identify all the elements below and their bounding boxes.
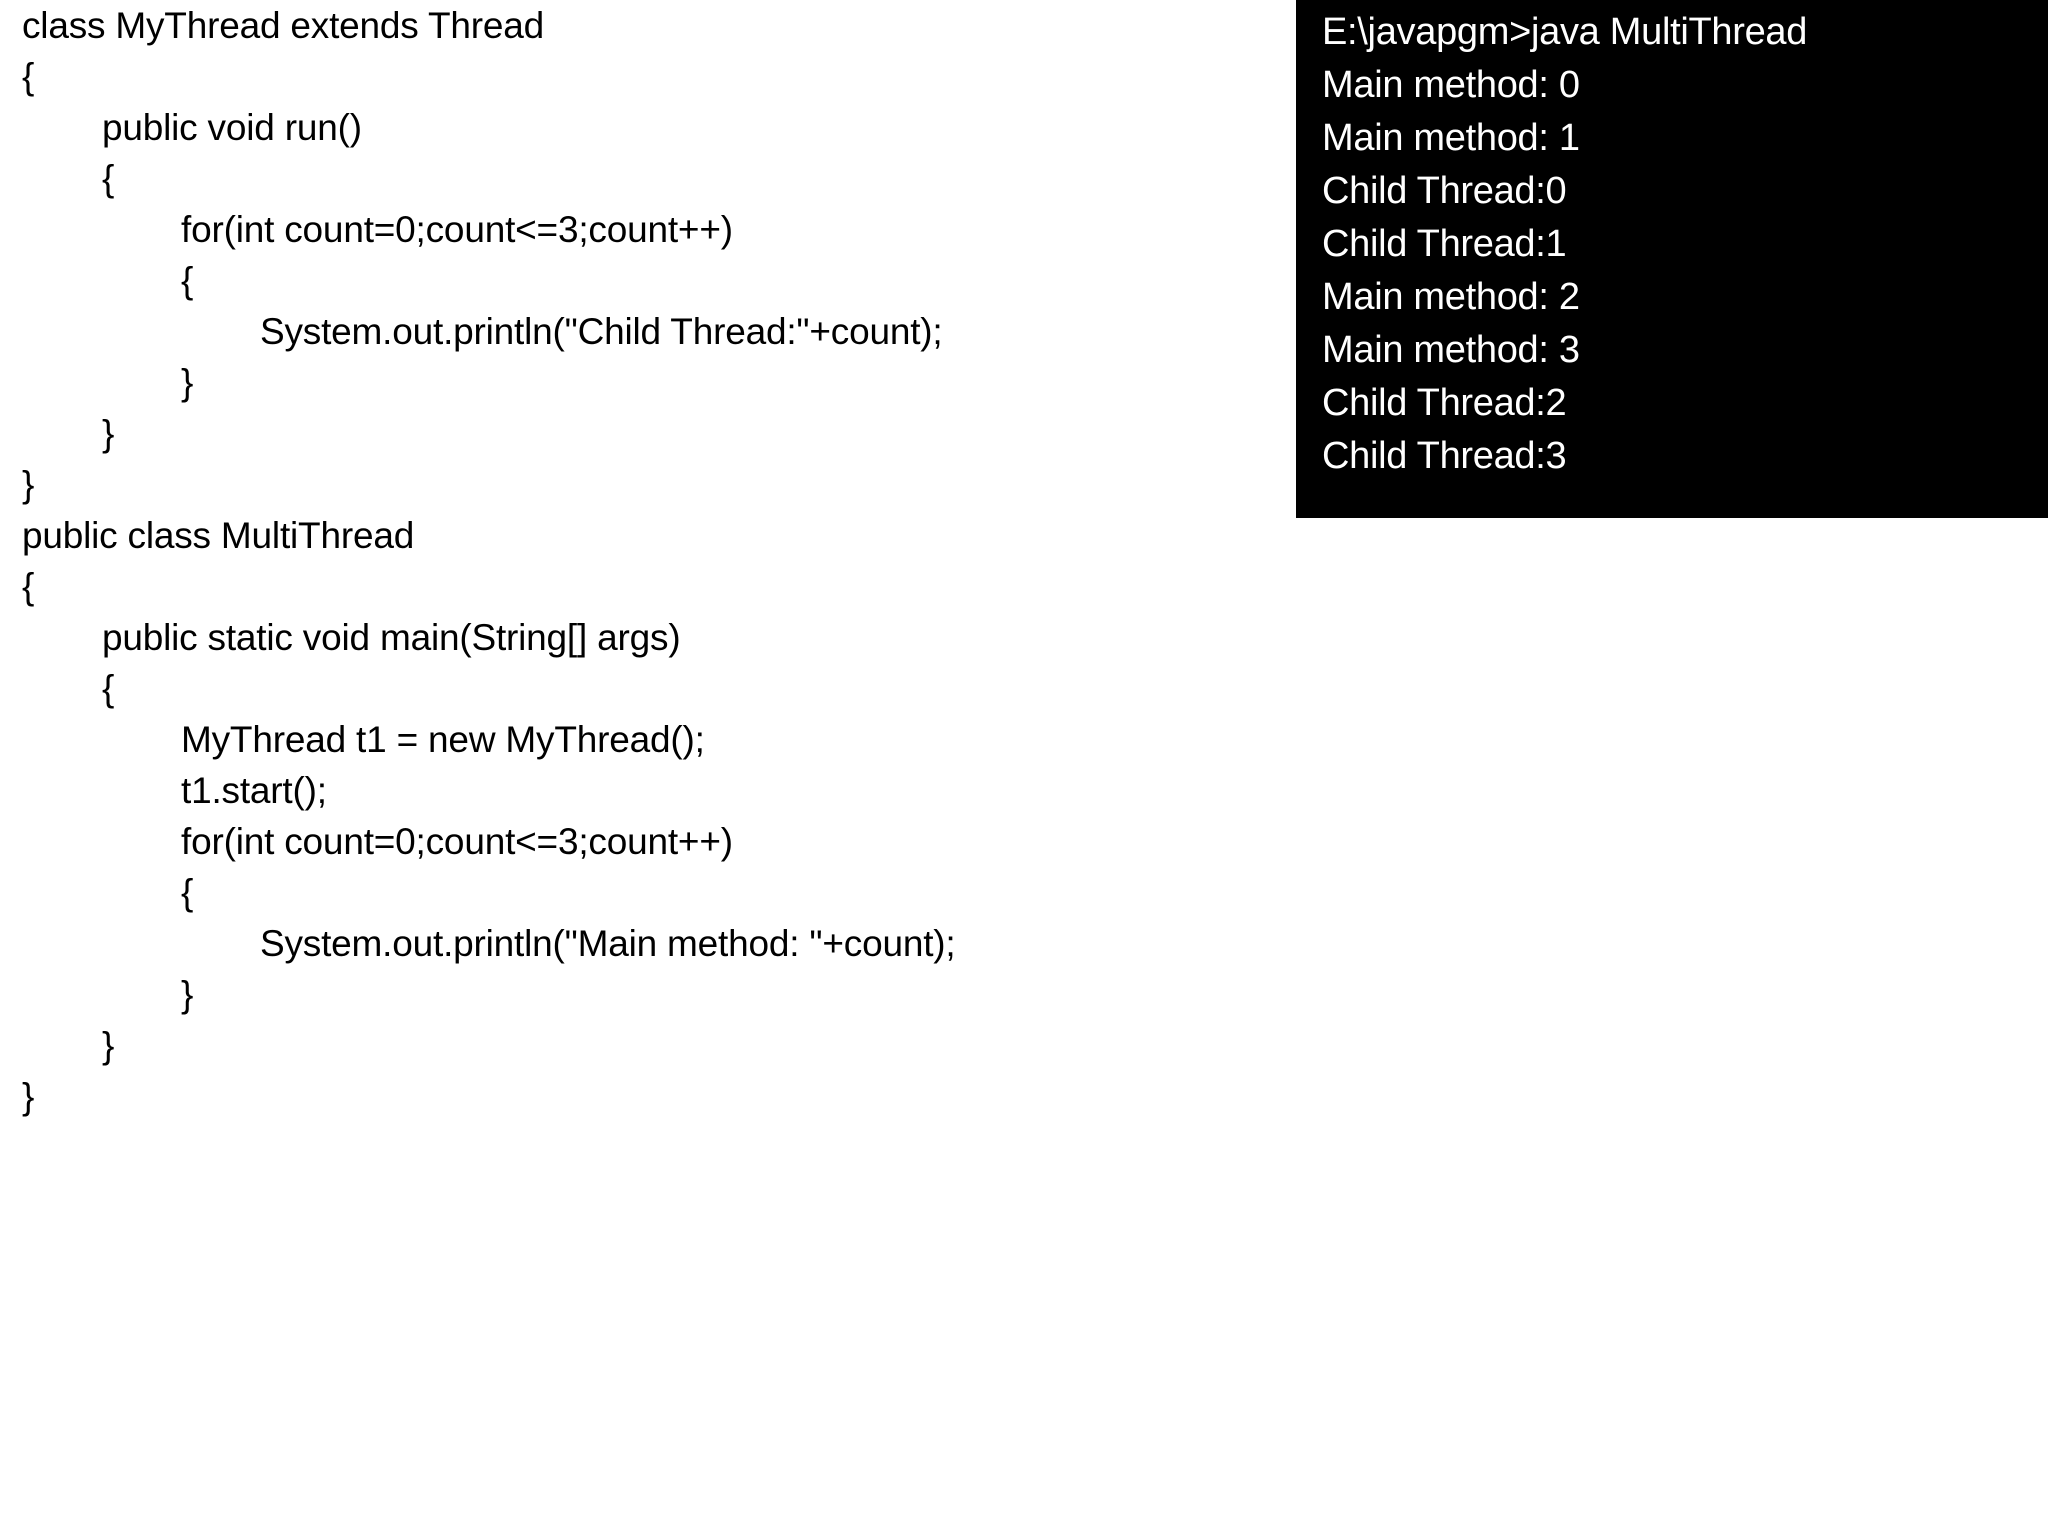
code-line-text: {: [181, 872, 194, 913]
code-line: public static void main(String[] args): [0, 612, 1290, 663]
code-line: public class MultiThread: [0, 510, 1290, 561]
console-output-line: Main method: 1: [1322, 117, 1580, 159]
code-line: {: [0, 867, 1290, 918]
code-line-text: class MyThread extends Thread: [22, 5, 545, 46]
code-line: }: [0, 1071, 1290, 1122]
code-line: public void run(): [0, 102, 1290, 153]
console-output-line: Child Thread:3: [1322, 435, 1567, 477]
code-line: {: [0, 255, 1290, 306]
code-line: MyThread t1 = new MyThread();: [0, 714, 1290, 765]
code-line-text: {: [22, 56, 35, 97]
code-line-text: }: [22, 1076, 35, 1117]
console-output-line: Main method: 3: [1322, 329, 1580, 371]
console-output-line: Child Thread:0: [1322, 170, 1567, 212]
code-line: for(int count=0;count<=3;count++): [0, 816, 1290, 867]
code-line: for(int count=0;count<=3;count++): [0, 204, 1290, 255]
code-line: {: [0, 153, 1290, 204]
code-line-text: public void run(): [102, 107, 362, 148]
code-line: }: [0, 459, 1290, 510]
code-line-text: }: [181, 362, 194, 403]
code-line-text: {: [22, 566, 35, 607]
console-output-line: E:\javapgm>java MultiThread: [1322, 11, 1808, 53]
code-line-text: }: [102, 1025, 115, 1066]
code-line: }: [0, 357, 1290, 408]
code-line: }: [0, 1020, 1290, 1071]
code-line-text: {: [102, 668, 115, 709]
code-line-text: {: [181, 260, 194, 301]
code-line-text: {: [102, 158, 115, 199]
code-line-text: public static void main(String[] args): [102, 617, 681, 658]
code-line: class MyThread extends Thread: [0, 0, 1290, 51]
code-line-text: public class MultiThread: [22, 515, 415, 556]
code-line-text: for(int count=0;count<=3;count++): [181, 209, 733, 250]
console-output-line: Child Thread:1: [1322, 223, 1567, 265]
code-line-text: for(int count=0;count<=3;count++): [181, 821, 733, 862]
code-line-text: }: [102, 413, 115, 454]
java-code-listing: class MyThread extends Thread { public voi…: [0, 0, 1290, 1122]
code-line: {: [0, 51, 1290, 102]
code-line: {: [0, 663, 1290, 714]
code-line-text: }: [181, 974, 194, 1015]
code-line: System.out.println("Main method: "+count…: [0, 918, 1290, 969]
code-line: System.out.println("Child Thread:"+count…: [0, 306, 1290, 357]
console-output-line: Child Thread:2: [1322, 382, 1567, 424]
code-line-text: t1.start();: [181, 770, 327, 811]
code-line: }: [0, 408, 1290, 459]
code-line: {: [0, 561, 1290, 612]
code-line-text: MyThread t1 = new MyThread();: [181, 719, 705, 760]
code-line-text: System.out.println("Child Thread:"+count…: [260, 311, 943, 352]
code-line: t1.start();: [0, 765, 1290, 816]
code-line: }: [0, 969, 1290, 1020]
code-line-text: System.out.println("Main method: "+count…: [260, 923, 956, 964]
console-output-line: Main method: 0: [1322, 64, 1580, 106]
console-output-line: Main method: 2: [1322, 276, 1580, 318]
code-line-text: }: [22, 464, 35, 505]
